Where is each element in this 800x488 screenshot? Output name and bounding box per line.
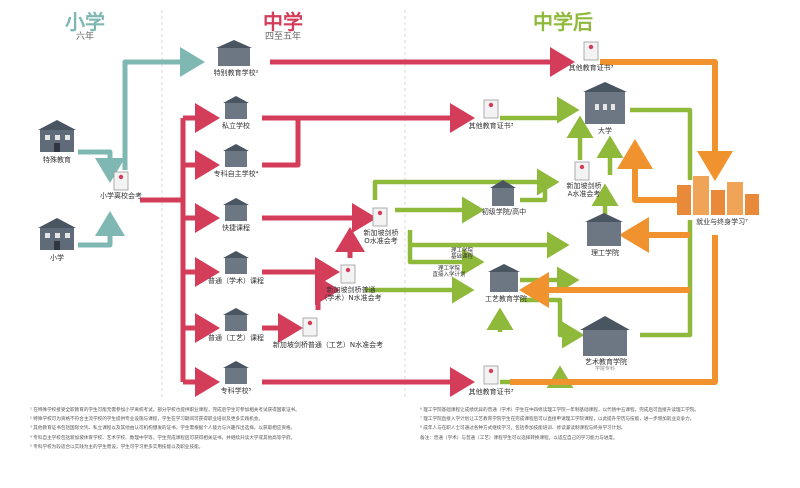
label-specialized-school: 专科学校⁵ <box>220 387 252 395</box>
label-other-cert-bottom: 其他教育证书³ <box>468 388 514 396</box>
note-left-5: ⁵ 专科学校为较适合以实践为主的学生而设，学生可学习更多实用技能以及职业技能。 <box>30 444 204 450</box>
label-university: 大学 <box>598 127 612 135</box>
other-cert-mid-icon <box>483 99 499 119</box>
note-right-2: ⁷ 理工学院直接入学计划让工艺教育学院学生在完成课程后可以直接申请理工学院课程，… <box>420 417 695 423</box>
phase-sub-secondary: 四至五年 <box>264 32 301 42</box>
ite-building-icon <box>488 264 520 292</box>
polytechnic-building-icon <box>585 213 623 246</box>
label-o-level: 新加坡剑桥 O水准会考 <box>363 229 399 246</box>
phase-sub-primary: 六年 <box>75 32 94 42</box>
primary-school-building-icon <box>38 218 76 250</box>
notes-left: ¹ 在特殊学校接受全职教育的学生可能无需参加小学离校考试。部分学校也提供职业课程… <box>30 408 400 454</box>
university-building-icon <box>583 82 627 124</box>
a-level-certificate-icon <box>574 161 590 181</box>
nt-building-icon <box>223 308 249 331</box>
employment-city-icon <box>677 176 759 215</box>
label-other-cert-top: 其他教育证书³ <box>568 64 614 72</box>
phase-title-post: 中学后 <box>533 10 593 34</box>
label-psle: 小学离校会考 <box>100 192 142 200</box>
label-nt-level: 新加坡剑桥普通（工艺）N水准会考 <box>272 341 384 349</box>
nt-level-certificate-icon <box>302 317 318 337</box>
label-a-level: 新加坡剑桥 A水准会考 <box>566 182 602 199</box>
note-right-4: 备注：普通（学术）与普通（工艺）课程学生可以选择转换课程，以适应自己的学习能力与… <box>420 435 618 441</box>
note-left-1: ¹ 在特殊学校接受全职教育的学生可能无需参加小学离校考试。部分学校也提供职业课程… <box>30 408 300 413</box>
note-right-3: ⁸ 成年人与在职人士可通过各种方式继续学习，包括参加技能培训、修读兼读制课程与终… <box>420 426 626 432</box>
label-private-school: 私立学校 <box>222 122 250 130</box>
label-other-cert-mid: 其他教育证书³ <box>468 122 514 130</box>
phase-title-secondary: 中学 <box>263 10 303 34</box>
label-special-school: 特别教育学校² <box>213 69 259 77</box>
label-polytechnic: 理工学院 <box>591 249 619 257</box>
note-left-3: ³ 其他教育证书包括国际文凭、私立课程以及其他由认可机构颁发的证书，学生需根据个… <box>30 426 296 432</box>
label-special-ed: 特殊教育 <box>43 156 71 164</box>
specialized-independent-building-icon <box>223 144 249 167</box>
label-nt-course: 普通（工艺）课程 <box>208 334 264 342</box>
arts-building-icon <box>580 316 630 356</box>
label-employment: 就业与终身学习⁷ <box>696 218 748 226</box>
n-level-certificate-icon <box>340 264 356 284</box>
other-cert-bottom-icon <box>483 365 499 385</box>
label-poly-direct: 理工学院 直接入学计划 <box>432 266 466 279</box>
note-left-2: ² 特殊学校可为资格不符合主流学校的学生提供专业设施与课程，学生在学习期间可获得… <box>30 417 263 423</box>
express-building-icon <box>223 198 249 221</box>
label-primary: 小学 <box>50 254 64 262</box>
label-arts: 艺术教育学院 <box>585 358 627 366</box>
notes-right: ⁶ 理工学院基础课程让成绩优异的普通（学术）学生在中四修读理工学院一年制基础课程… <box>420 408 790 445</box>
label-poly-foundation: 理工学院 基础课程 <box>450 248 473 261</box>
label-n-level: 新加坡剑桥普通 （学术）N水准会考 <box>320 286 382 303</box>
phase-title-primary: 小学 <box>65 10 105 34</box>
psle-certificate-icon <box>113 171 129 191</box>
note-right-1: ⁶ 理工学院基础课程让成绩优异的普通（学术）学生在中四修读理工学院一年制基础课程… <box>420 408 699 413</box>
note-left-4: ⁴ 专科自主学校包括新加坡体育学校、艺术学校、数理中学等，学生完成课程后可获得相… <box>30 435 296 441</box>
o-level-certificate-icon <box>372 207 388 227</box>
other-cert-top-icon <box>583 41 599 61</box>
label-specialized-independent: 专科自主学校⁴ <box>213 170 259 178</box>
na-building-icon <box>223 251 249 274</box>
label-express: 快捷课程 <box>222 224 250 232</box>
label-arts-sub: 学院专科 <box>594 366 615 372</box>
label-na-course: 普通（学术）课程 <box>208 277 264 285</box>
jc-building-icon <box>490 180 516 206</box>
label-ite: 工艺教育学院 <box>485 295 527 303</box>
special-school-building-icon <box>216 40 252 66</box>
private-school-building-icon <box>223 96 249 119</box>
specialized-school-building-icon <box>223 361 249 384</box>
special-ed-building-icon <box>38 120 76 152</box>
label-jc: 初级学院/高中 <box>481 208 527 216</box>
